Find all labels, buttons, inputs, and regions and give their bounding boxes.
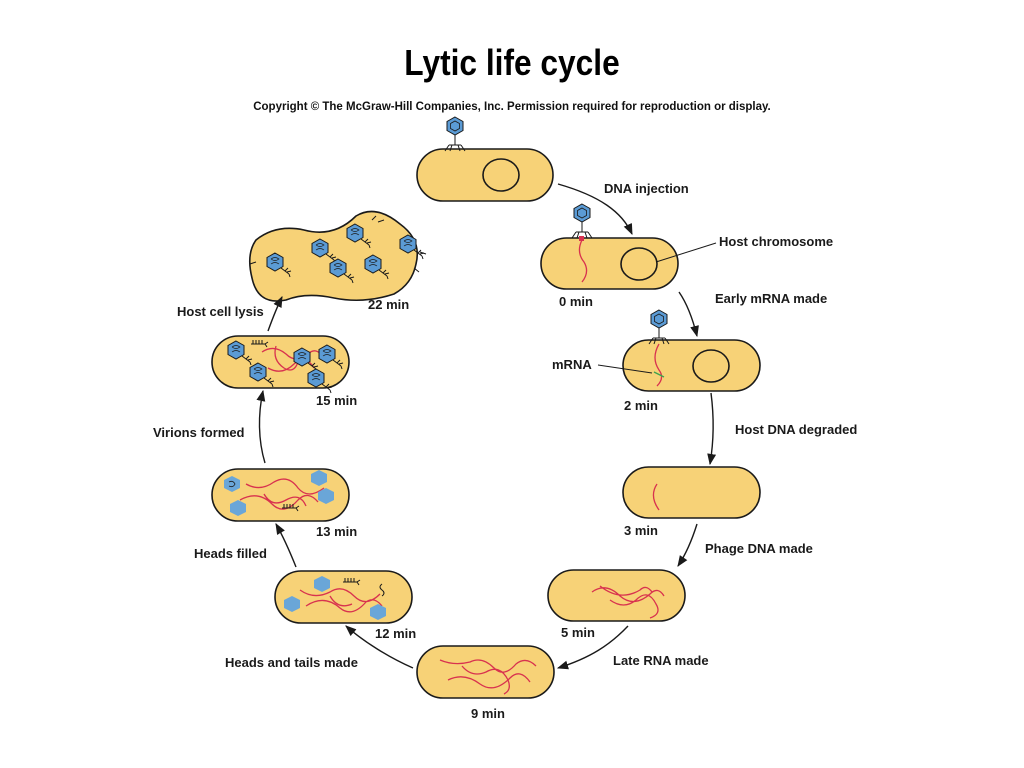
label-early-mrna: Early mRNA made xyxy=(715,291,828,306)
label-late-rna: Late RNA made xyxy=(613,653,709,668)
label-host-chromosome: Host chromosome xyxy=(719,234,834,249)
arrow-virions-formed xyxy=(256,389,266,464)
arrow-host-cell-lysis xyxy=(267,295,283,332)
arrow-host-dna-degraded xyxy=(707,392,717,466)
phage-icon xyxy=(648,309,670,345)
label-host-dna-degraded: Host DNA degraded xyxy=(735,422,858,437)
label-virions-formed: Virions formed xyxy=(153,425,245,440)
label-9-min: 9 min xyxy=(471,706,505,721)
label-dna-injection: DNA injection xyxy=(604,181,689,196)
cell-15-min xyxy=(211,335,350,394)
label-mrna: mRNA xyxy=(552,357,592,372)
arrow-heads-tails xyxy=(345,625,414,669)
leader-host-chromosome xyxy=(655,242,717,263)
leader-mrna xyxy=(597,364,653,374)
cell-9-min xyxy=(416,645,555,699)
label-heads-tails: Heads and tails made xyxy=(225,655,358,670)
label-2-min: 2 min xyxy=(624,398,658,413)
label-host-cell-lysis: Host cell lysis xyxy=(177,304,264,319)
phage-icon xyxy=(571,203,593,239)
cell-22-min-lysed xyxy=(248,210,427,302)
cell-12-min xyxy=(274,570,413,624)
label-13-min: 13 min xyxy=(316,524,358,539)
label-15-min: 15 min xyxy=(316,393,358,408)
cell-2-min xyxy=(622,309,761,392)
label-phage-dna-made: Phage DNA made xyxy=(705,541,813,556)
label-heads-filled: Heads filled xyxy=(194,546,267,561)
arrow-early-mrna xyxy=(678,291,699,338)
arrow-phage-dna-made xyxy=(677,523,698,567)
label-0-min: 0 min xyxy=(559,294,593,309)
arrow-late-rna xyxy=(556,625,629,670)
cell-0-min xyxy=(540,203,679,290)
copyright-notice: Copyright © The McGraw-Hill Companies, I… xyxy=(253,101,771,113)
cell-5-min xyxy=(547,569,686,622)
cell-3-min xyxy=(622,466,761,519)
phage-icon xyxy=(444,116,466,152)
arrow-dna-injection xyxy=(557,183,633,236)
cell-13-min xyxy=(211,468,350,522)
cell-injection xyxy=(416,116,554,202)
label-3-min: 3 min xyxy=(624,523,658,538)
arrow-heads-filled xyxy=(275,523,297,568)
label-22-min: 22 min xyxy=(368,297,410,312)
page-title: Lytic life cycle xyxy=(404,42,620,83)
label-5-min: 5 min xyxy=(561,625,595,640)
label-12-min: 12 min xyxy=(375,626,417,641)
